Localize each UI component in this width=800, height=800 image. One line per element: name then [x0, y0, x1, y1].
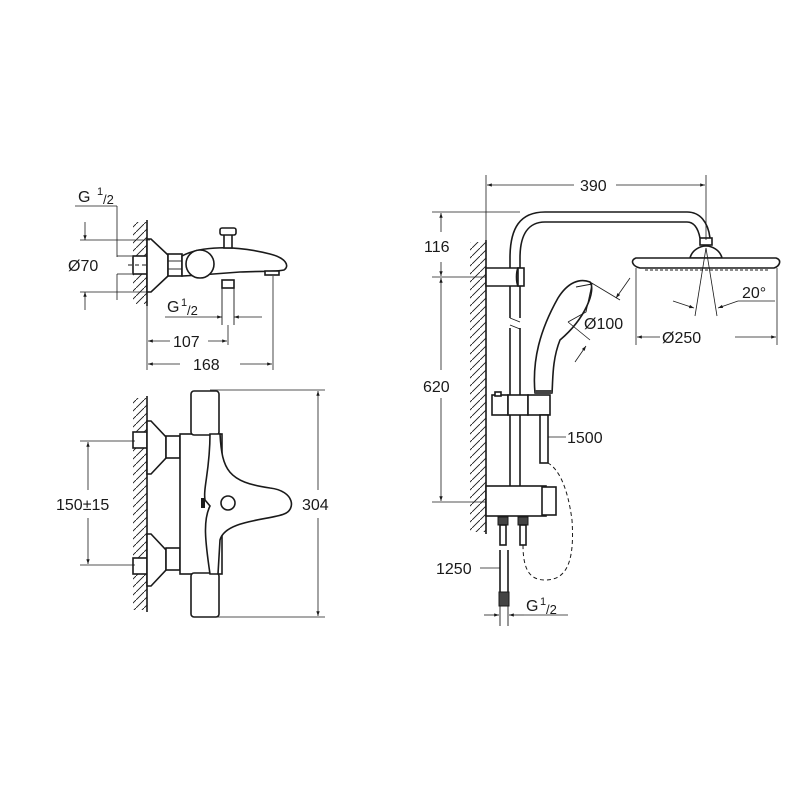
label-height: 304	[302, 497, 329, 514]
spout-front	[203, 433, 293, 575]
hose-stub	[519, 524, 527, 546]
shower-outlet	[221, 279, 235, 289]
label-top-offset: 116	[424, 239, 450, 256]
label-handshower-diameter: Ø100	[584, 316, 623, 333]
escutcheon	[146, 238, 169, 293]
label-outlet-thread: G	[167, 299, 179, 316]
label-inlet-centres: 150±15	[56, 497, 109, 514]
headshower-plate	[631, 257, 781, 269]
diverter-stem	[223, 233, 233, 249]
label-frac-den: /2	[546, 602, 557, 617]
label-headshower-angle: 20°	[742, 285, 766, 302]
bottom-bracket	[485, 485, 547, 517]
union-nut-bottom	[165, 547, 181, 571]
slider-knob	[491, 394, 509, 416]
label-handshower-hose: 1500	[567, 430, 603, 447]
escutcheon-top	[146, 420, 167, 475]
union-nut-top	[165, 435, 181, 459]
inlet-nipple-bottom	[132, 557, 148, 575]
aerator	[264, 270, 280, 276]
handshower-hose	[539, 414, 549, 464]
handle-top	[190, 390, 220, 436]
supply-hose-nut	[498, 591, 510, 607]
bath-mixer-front-view: 150±15 304	[56, 389, 329, 618]
label-frac-den: /2	[187, 303, 198, 318]
handshower	[533, 279, 593, 394]
handshower-face	[567, 283, 593, 323]
diverter-cap	[219, 227, 237, 236]
bath-mixer-side-view: G 1 /2 Ø70 G 1 /2 107 168	[68, 186, 288, 374]
label-frac-den: /2	[103, 192, 114, 207]
handshower-holder	[527, 394, 551, 416]
label-frac-num: 1	[181, 297, 187, 309]
label-spout-projection: 168	[193, 357, 220, 374]
handshower-connector	[535, 390, 552, 394]
connector-supply	[497, 516, 509, 526]
headshower-top	[688, 245, 724, 259]
label-outlet-distance: 107	[173, 334, 200, 351]
slider-body	[507, 394, 529, 416]
label-supply-thread: G	[526, 598, 538, 615]
label-frac-num: 1	[540, 596, 546, 608]
label-frac-num: 1	[97, 186, 103, 198]
label-escutcheon-diameter: Ø70	[68, 258, 98, 275]
handle-knob	[185, 249, 215, 279]
escutcheon-bottom	[146, 533, 167, 587]
shower-system-view: 390 116 620 Ø100 20° Ø250 1500	[423, 175, 781, 626]
bottom-bracket-outlet	[541, 486, 557, 516]
diverter-knob	[220, 495, 236, 511]
handle-bottom	[190, 572, 220, 618]
inlet-nipple-top	[132, 431, 148, 449]
supply-stub	[499, 524, 507, 546]
label-supply-hose: 1250	[436, 561, 472, 578]
hose-loop-dashed	[522, 462, 574, 581]
slider-button	[494, 391, 502, 397]
label-headshower-diameter: Ø250	[662, 330, 701, 347]
indicator-mark	[201, 498, 205, 508]
wall-hatch	[133, 396, 148, 612]
union-nut	[167, 253, 183, 277]
label-rail-height: 620	[423, 379, 450, 396]
connector-hose	[517, 516, 529, 526]
label-overhead-projection: 390	[580, 178, 607, 195]
wall-hatch	[470, 240, 487, 534]
bracket-clamp	[517, 267, 525, 287]
label-inlet-thread-top: G	[78, 189, 90, 206]
wall-bracket-top	[485, 267, 520, 287]
